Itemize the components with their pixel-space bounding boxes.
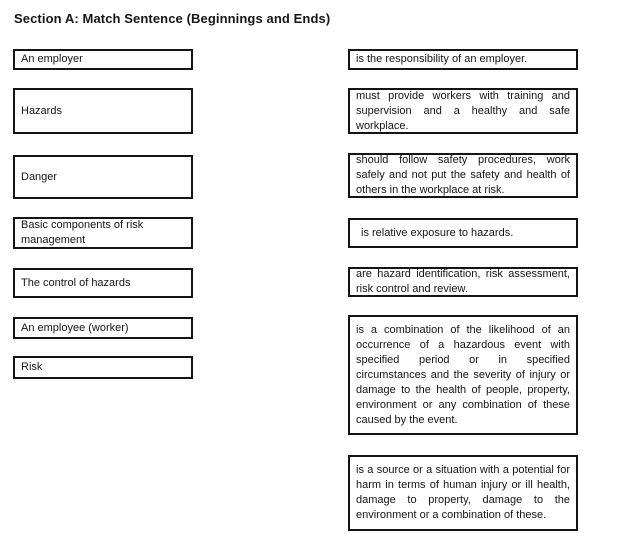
beginning-box-danger: Danger [13,155,193,199]
ending-text: is a combination of the likelihood of an… [356,323,570,426]
ending-text: are hazard identification, risk assessme… [356,268,570,295]
ending-box-source-situation: is a source or a situation with a potent… [348,455,578,531]
beginning-text: Basic components of risk management [21,219,144,246]
beginning-box-risk: Risk [13,356,193,379]
ending-box-combination-likelihood: is a combination of the likelihood of an… [348,315,578,435]
ending-text: is relative exposure to hazards. [361,226,514,239]
ending-box-safety-procedures: should follow safety procedures, work sa… [348,153,578,198]
section-title: Section A: Match Sentence (Beginnings an… [14,11,331,26]
ending-box-relative-exposure: is relative exposure to hazards. [348,218,578,248]
beginning-text: The control of hazards [21,276,131,289]
ending-box-training-supervision: must provide workers with training and s… [348,88,578,134]
beginning-box-employee: An employee (worker) [13,317,193,339]
beginning-text: Hazards [21,104,62,117]
ending-text: is the responsibility of an employer. [356,53,528,65]
ending-box-hazard-identification: are hazard identification, risk assessme… [348,267,578,297]
ending-text: is a source or a situation with a potent… [356,464,570,521]
beginning-box-risk-management: Basic components of risk management [13,217,193,249]
beginning-text: Danger [21,170,58,183]
beginning-box-hazards: Hazards [13,88,193,134]
beginning-text: An employer [21,53,83,65]
beginning-text: An employee (worker) [21,321,129,334]
beginning-text: Risk [21,361,43,373]
beginning-box-control-of-hazards: The control of hazards [13,268,193,298]
ending-text: must provide workers with training and s… [356,89,570,132]
beginning-box-an-employer: An employer [13,49,193,70]
ending-text: should follow safety procedures, work sa… [356,154,570,196]
ending-box-responsibility: is the responsibility of an employer. [348,49,578,70]
